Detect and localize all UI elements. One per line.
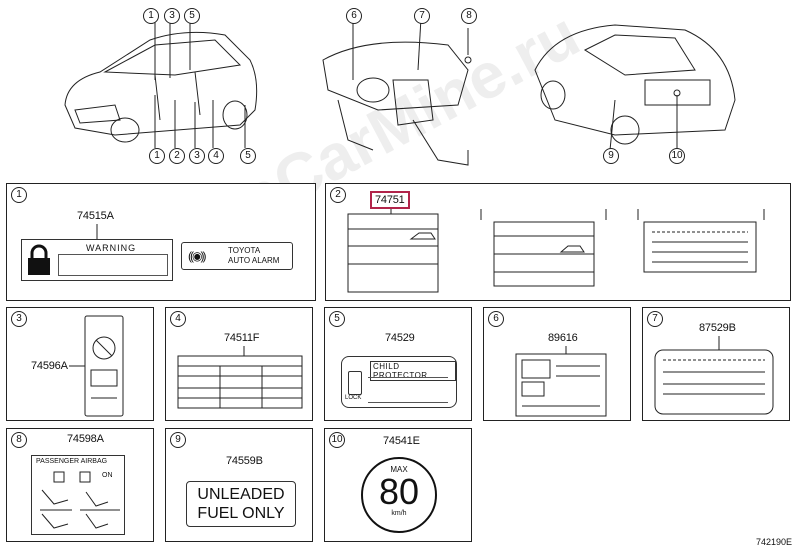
warning-text: WARNING <box>86 243 137 253</box>
text-lines <box>368 377 448 403</box>
panel-7-drawing <box>654 336 774 415</box>
panel-8: 8 74598A PASSENGER AIRBAG ON <box>6 428 154 542</box>
callout-top-6: 6 <box>346 8 362 24</box>
speed-limit-sign: MAX 80 km/h <box>361 457 437 533</box>
panel-6-drawing <box>515 346 607 417</box>
part-number: 89616 <box>548 332 578 344</box>
unit-text: km/h <box>391 510 407 517</box>
car-front-illustration <box>64 18 258 148</box>
panel-number: 5 <box>329 311 345 327</box>
callout-bottom-5: 5 <box>240 148 256 164</box>
panel-number: 4 <box>170 311 186 327</box>
toyota-alarm-label: ((◉)) TOYOTA AUTO ALARM <box>181 242 293 270</box>
part-number: 74559B <box>226 455 263 467</box>
part-number: 74596A <box>31 360 68 372</box>
lock-symbol <box>348 371 362 395</box>
part-number: 74598A <box>67 433 104 445</box>
unleaded-fuel-label: UNLEADED FUEL ONLY <box>186 481 296 527</box>
panel-number: 9 <box>170 432 186 448</box>
part-number: 74541E <box>383 435 420 447</box>
passenger-airbag-label: PASSENGER AIRBAG ON <box>31 455 125 535</box>
panel-number: 8 <box>11 432 27 448</box>
on-text: ON <box>102 472 113 479</box>
part-number: 74515A <box>77 210 114 222</box>
part-number-highlighted: 74751 <box>370 191 410 209</box>
warning-label: WARNING <box>21 239 173 281</box>
panel-1: 1 74515A WARNING ((◉)) TOYOTA AUTO ALARM <box>6 183 316 301</box>
sound-wave-icon: ((◉)) <box>188 249 207 263</box>
callout-bottom-3: 3 <box>189 148 205 164</box>
panel-5: 5 74529 CHILD PROTECTOR LOCK <box>324 307 472 421</box>
leader-line <box>96 224 98 241</box>
callout-top-7: 7 <box>414 8 430 24</box>
part-number: 74529 <box>385 332 415 344</box>
panel-9: 9 74559B UNLEADED FUEL ONLY <box>165 428 313 542</box>
child-protector-label: CHILD PROTECTOR LOCK <box>341 356 457 408</box>
callout-bottom-1: 1 <box>149 148 165 164</box>
part-number: 87529B <box>699 322 736 334</box>
lock-text: LOCK <box>345 395 362 401</box>
part-number: 74511F <box>224 332 260 344</box>
panel-3-drawing <box>69 315 124 417</box>
callout-bottom-2: 2 <box>169 148 185 164</box>
panel-2-drawings <box>347 209 765 293</box>
speed-value: 80 <box>378 471 420 512</box>
lock-icon <box>28 244 50 275</box>
callout-top-8: 8 <box>461 8 477 24</box>
callout-bottom-10: 10 <box>669 148 685 164</box>
car-rear-illustration <box>534 24 736 151</box>
panel-6: 6 89616 <box>483 307 631 421</box>
callout-bottom-9: 9 <box>603 148 619 164</box>
callout-bottom-4: 4 <box>208 148 224 164</box>
panel-number: 3 <box>11 311 27 327</box>
panel-number: 6 <box>488 311 504 327</box>
auto-alarm-text: AUTO ALARM <box>228 256 280 265</box>
panel-10: 10 74541E MAX 80 km/h <box>324 428 472 542</box>
text-box <box>58 254 168 276</box>
diagram-id: 742190E <box>755 537 792 547</box>
panel-7: 7 87529B <box>642 307 790 421</box>
panel-2: 2 74751 <box>325 183 791 301</box>
callout-top-1: 1 <box>143 8 159 24</box>
panel-4: 4 74511F <box>165 307 313 421</box>
toyota-text: TOYOTA <box>228 246 261 255</box>
panel-3: 3 74596A <box>6 307 154 421</box>
callout-top-3: 3 <box>164 8 180 24</box>
panel-4-drawing <box>177 346 303 409</box>
callout-top-5: 5 <box>184 8 200 24</box>
passenger-airbag-text: PASSENGER AIRBAG <box>36 458 108 465</box>
panel-number: 2 <box>330 187 346 203</box>
car-interior-illustration <box>322 17 472 166</box>
airbag-seat-icons <box>40 471 120 529</box>
panel-number: 10 <box>329 432 345 448</box>
unleaded-text: UNLEADED <box>197 486 285 503</box>
fuel-only-text: FUEL ONLY <box>197 505 285 522</box>
max-text: MAX <box>390 465 408 474</box>
panel-number: 7 <box>647 311 663 327</box>
child-protector-text: CHILD PROTECTOR <box>370 361 456 381</box>
panel-number: 1 <box>11 187 27 203</box>
